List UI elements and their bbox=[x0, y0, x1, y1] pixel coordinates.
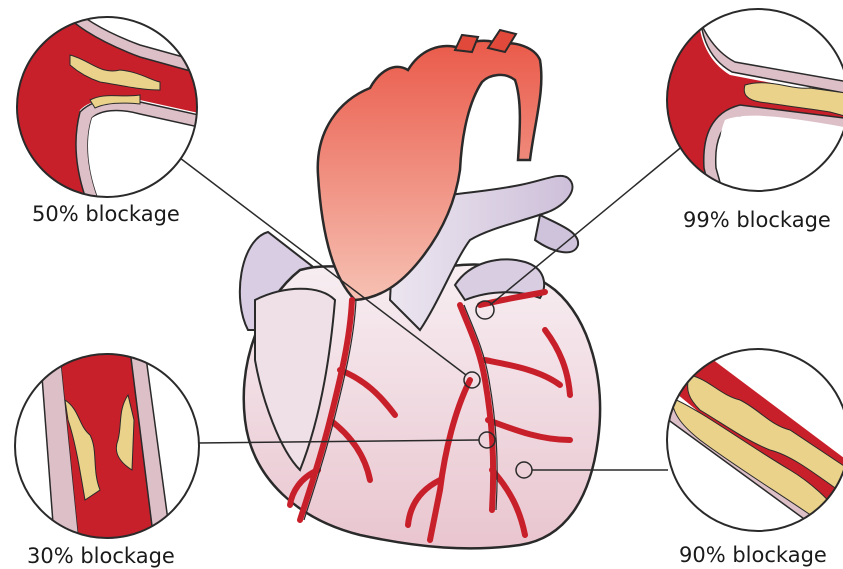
inset-99-blockage bbox=[660, 0, 843, 200]
label-50-blockage: 50% blockage bbox=[32, 204, 180, 225]
label-90-blockage: 90% blockage bbox=[679, 545, 827, 566]
leader-99 bbox=[490, 140, 690, 305]
label-30-blockage: 30% blockage bbox=[27, 546, 175, 567]
inset-90-blockage bbox=[652, 345, 843, 532]
label-99-blockage: 99% blockage bbox=[683, 210, 831, 231]
pulmonary-branch bbox=[535, 215, 578, 252]
inset-50-blockage bbox=[0, 0, 230, 220]
inset-30-blockage bbox=[15, 350, 199, 550]
